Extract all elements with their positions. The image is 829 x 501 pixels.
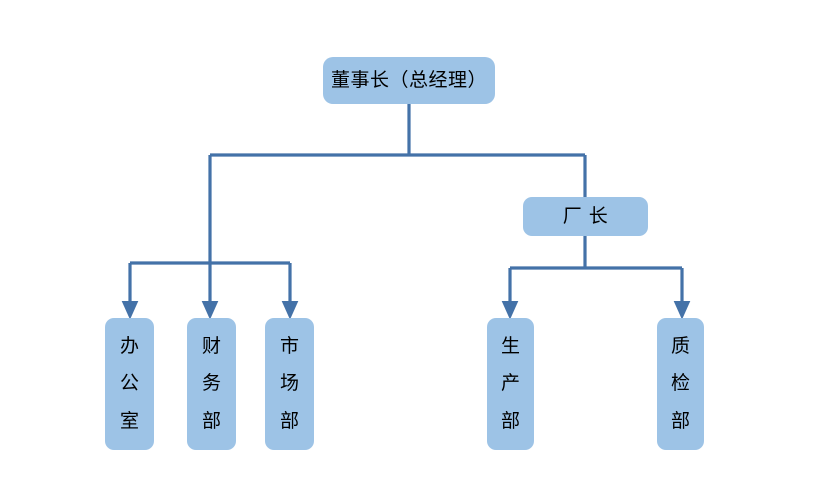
- node-marketing-char-2: 场: [279, 372, 299, 395]
- node-marketing-char-3: 部: [279, 409, 299, 432]
- node-quality-char-3: 部: [670, 409, 690, 432]
- node-plant-manager-label: 厂 长: [562, 205, 609, 227]
- node-office-char-1: 办: [119, 335, 139, 358]
- node-marketing[interactable]: 市 场 部: [265, 318, 314, 450]
- node-finance-char-1: 财: [201, 335, 221, 358]
- node-office[interactable]: 办 公 室: [105, 318, 154, 450]
- node-chairman-label: 董事长（总经理）: [330, 69, 487, 91]
- node-production-char-1: 生: [500, 335, 520, 358]
- node-office-char-3: 室: [119, 409, 139, 432]
- node-plant-manager[interactable]: 厂 长: [523, 197, 648, 236]
- node-production-char-3: 部: [500, 409, 520, 432]
- node-quality[interactable]: 质 检 部: [657, 318, 704, 450]
- node-finance-char-3: 部: [201, 409, 221, 432]
- node-office-char-2: 公: [119, 372, 139, 395]
- node-production-char-2: 产: [500, 372, 520, 395]
- node-quality-char-2: 检: [670, 372, 690, 395]
- node-quality-char-1: 质: [670, 335, 690, 358]
- node-production[interactable]: 生 产 部: [487, 318, 534, 450]
- node-finance[interactable]: 财 务 部: [187, 318, 236, 450]
- node-marketing-char-1: 市: [279, 335, 299, 358]
- node-chairman[interactable]: 董事长（总经理）: [323, 57, 495, 104]
- node-finance-char-2: 务: [201, 372, 221, 395]
